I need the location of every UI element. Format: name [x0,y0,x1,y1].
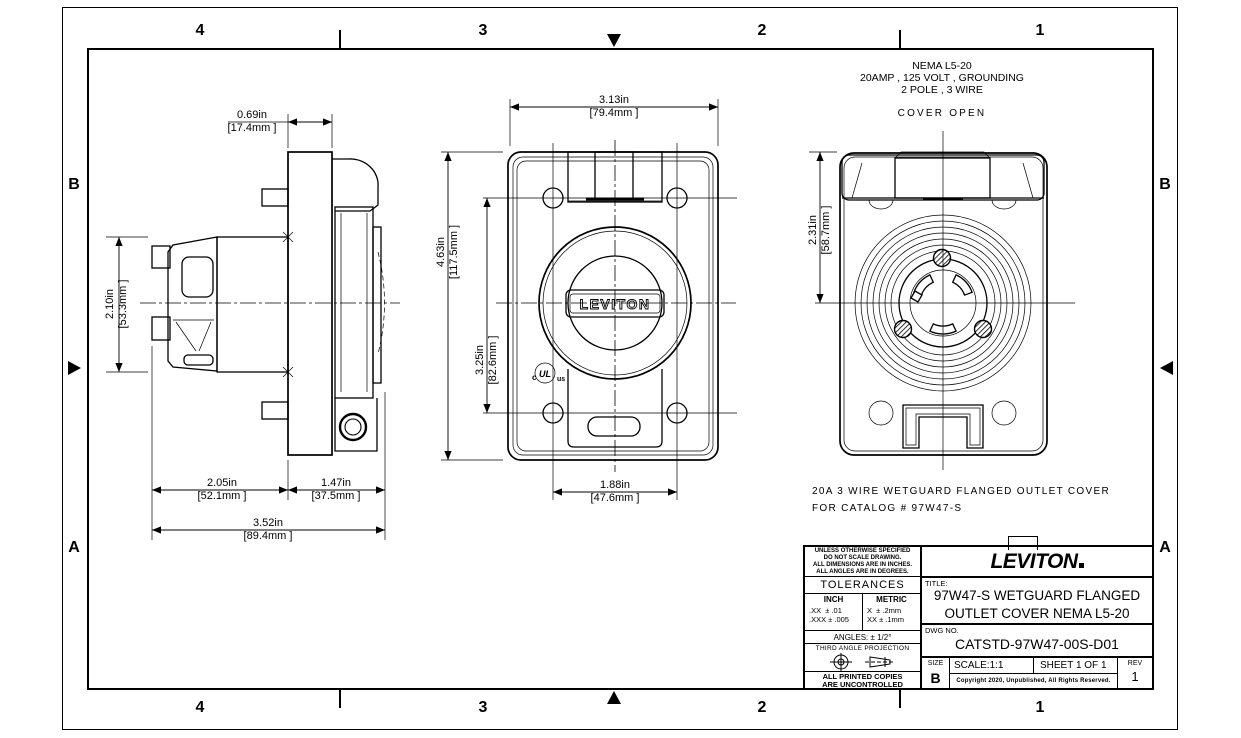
dim-plate-thickness: 0.69in[17.4mm ] [227,109,277,134]
dim-cover-depth: 1.47in[37.5mm ] [311,477,361,502]
dim-body-height: 2.10in[53.3mm ] [104,279,129,329]
cover-open-note: COVER OPEN [897,108,987,119]
dim-screw-spacing-h: 1.88in[47.6mm ] [590,479,640,504]
side-view [140,151,400,456]
title-field: TITLE: 97W47-S WETGUARD FLANGED OUTLET C… [922,576,1152,623]
nema-note: NEMA L5-20 20AMP , 125 VOLT , GROUNDING … [860,60,1024,96]
spec-notes: UNLESS OTHERWISE SPECIFIED DO NOT SCALE … [812,548,912,575]
svg-text:c: c [532,373,537,382]
front-view-open [815,131,1075,470]
catalog-caption: 20A 3 WIRE WETGUARD FLANGED OUTLET COVER… [812,486,1110,514]
centerline-arrow-bottom-icon [607,691,621,704]
tolerances-header: TOLERANCES [805,576,920,593]
dim-plate-height: 4.63in[117.5mm ] [435,224,460,280]
third-angle-projection-icon [805,653,920,671]
terminal-screws [893,248,993,339]
zone-label-left-b: B [68,176,80,193]
sheet-outer-border [62,7,1178,730]
svg-text:us: us [557,376,565,383]
brand-logo: LEVITON [922,547,1152,576]
zone-tick [899,690,901,708]
tolerance-metric-column: METRIC X ± .2mm XX ± .1mm [867,595,907,624]
rev-value: 1 [1131,669,1139,684]
dim-plate-width: 3.13in[79.4mm ] [589,94,639,119]
svg-text:UL: UL [539,369,551,379]
title-line-1: 97W47-S WETGUARD FLANGED [933,588,1141,603]
dim-body-depth: 2.05in[52.1mm ] [197,477,247,502]
scale-field: SCALE:1:1 [950,658,1034,673]
dim-cover-open-height: 2.31in[58.7mm ] [807,205,832,255]
zone-label-bottom-4: 4 [195,699,205,716]
ul-listed-icon: c UL us [532,362,565,384]
zone-tick [339,30,341,48]
rev-field: REV 1 [1117,658,1152,688]
brand-logo-dot-icon [1078,563,1084,568]
copyright-note: Copyright 2020, Unpublished, All Rights … [956,678,1111,684]
sheet-field: SHEET 1 OF 1 [1040,660,1107,671]
device-brand-emboss: LEVITON [580,296,651,312]
dwg-no-value: CATSTD-97W47-00S-D01 [955,636,1119,652]
title-block-bottom-row: SIZE B SCALE:1:1 SHEET 1 OF 1 Copyright … [922,656,1152,688]
centerline-arrow-right-icon [1160,361,1173,375]
size-value: B [930,670,941,686]
zone-label-top-2: 2 [757,22,767,39]
projection-label: THIRD ANGLE PROJECTION [805,643,920,653]
dimension-lines [106,99,837,540]
zone-label-bottom-2: 2 [757,699,767,716]
dim-total-depth: 3.52in[89.4mm ] [243,517,293,542]
tolerance-inch-column: INCH .XX ± .01 .XXX ± .005 [805,594,863,630]
title-line-2: OUTLET COVER NEMA L5-20 [944,606,1130,621]
zone-label-top-4: 4 [195,22,205,39]
zone-label-left-a: A [68,539,80,556]
zone-label-bottom-3: 3 [478,699,488,716]
zone-label-top-3: 3 [478,22,488,39]
zone-label-right-b: B [1159,176,1171,193]
dwg-no-label: DWG NO. [925,626,959,635]
sheet-inner-border [87,48,1154,690]
dim-screw-spacing-v: 3.25in[82.6mm ] [474,335,499,385]
angles-tolerance: ANGLES: ± 1/2° [805,630,920,643]
title-label: TITLE: [925,579,948,588]
front-view-closed: LEVITON c UL us [483,140,737,500]
centerline-arrow-left-icon [68,361,81,375]
uncontrolled-note: ALL PRINTED COPIES ARE UNCONTROLLED [805,671,920,689]
title-block: UNLESS OTHERWISE SPECIFIED DO NOT SCALE … [803,545,1154,690]
zone-label-bottom-1: 1 [1035,699,1045,716]
zone-label-top-1: 1 [1035,22,1045,39]
zone-label-right-a: A [1159,539,1171,556]
zone-tick [339,690,341,708]
tolerance-block: UNLESS OTHERWISE SPECIFIED DO NOT SCALE … [805,547,922,689]
title-column: LEVITON TITLE: 97W47-S WETGUARD FLANGED … [922,547,1152,688]
dwg-no-field: DWG NO. CATSTD-97W47-00S-D01 [922,623,1152,656]
zone-tick [899,30,901,48]
blade-slots [910,274,973,335]
tolerance-table: INCH .XX ± .01 .XXX ± .005 METRIC X ± .2… [805,593,920,630]
centerline-arrow-top-icon [607,34,621,47]
size-field: SIZE B [922,658,950,688]
